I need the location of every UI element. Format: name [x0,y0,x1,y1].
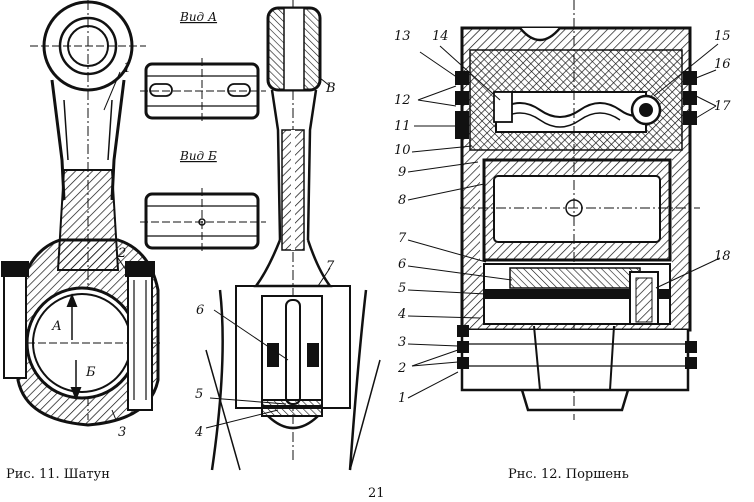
figure-11-caption: Рис. 11. Шатун [6,467,110,482]
bearing-shell-view-a [140,58,266,124]
callout-6-rod: 6 [196,303,204,318]
callout-5-piston: 5 [398,281,406,296]
callout-3-rod: 3 [118,425,126,440]
callout-16-piston: 16 [714,57,731,72]
callout-12-piston: 12 [394,93,411,108]
callout-9-piston: 9 [398,165,406,180]
callout-10-piston: 10 [394,143,411,158]
callout-1-rod: 1 [123,61,131,76]
callout-8-piston: 8 [398,193,406,208]
label-v: В [325,81,336,96]
connecting-rod-front-view [1,0,160,427]
callout-14-piston: 14 [432,29,449,44]
piston-drawing [407,0,721,420]
callout-1-piston: 1 [398,391,406,406]
callout-15-piston: 15 [714,29,731,44]
callout-7-rod: 7 [326,259,335,274]
callout-4-rod: 4 [194,425,203,440]
callout-2-piston: 2 [397,361,406,376]
callout-2-rod: 2 [117,246,126,261]
callout-3-piston: 3 [398,335,406,350]
callout-5-rod: 5 [195,387,203,402]
view-a-title: Вид А [179,10,217,24]
callout-13-piston: 13 [394,29,411,44]
page-number: 21 [368,486,385,501]
label-b: Б [85,365,96,380]
connecting-rod-side-view [205,0,381,471]
callout-4-piston: 4 [397,307,406,322]
label-a: А [51,319,62,334]
bearing-shell-view-b [140,188,266,254]
callout-6-piston: 6 [398,257,406,272]
callout-17-piston: 17 [714,99,731,114]
callout-18-piston: 18 [714,249,731,264]
view-b-title: Вид Б [179,149,217,163]
callout-7-piston: 7 [398,231,407,246]
callout-11-piston: 11 [394,119,411,134]
figure-12-caption: Рнс. 12. Поршень [508,467,629,482]
